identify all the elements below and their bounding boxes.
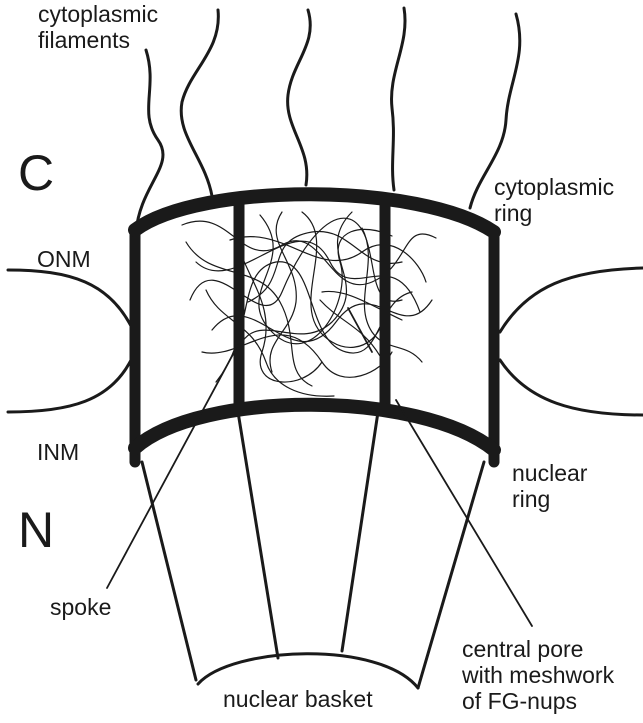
cytoplasmic-ring-label: cytoplasmic ring bbox=[494, 175, 614, 227]
cytoplasmic-ring bbox=[135, 194, 494, 232]
basket-ring bbox=[198, 654, 418, 688]
central-pore-label: central pore with meshwork of FG-nups bbox=[462, 637, 614, 714]
filament-1 bbox=[136, 50, 163, 232]
inner-nuclear-membrane-left bbox=[8, 356, 133, 412]
filament-4 bbox=[392, 8, 406, 190]
outer-nuclear-membrane-right bbox=[500, 268, 643, 332]
spoke-label: spoke bbox=[50, 595, 111, 621]
nuclear-membranes bbox=[8, 268, 643, 415]
nuclear-side-label: N bbox=[18, 505, 54, 555]
inm-label: INM bbox=[37, 440, 79, 466]
nuclear-ring-label: nuclear ring bbox=[512, 461, 587, 513]
spoke-leader-line bbox=[107, 345, 238, 588]
nuclear-basket bbox=[142, 412, 484, 688]
nuclear-ring bbox=[135, 405, 494, 450]
nuclear-basket-label: nuclear basket bbox=[223, 687, 373, 713]
outer-nuclear-membrane-left bbox=[8, 270, 133, 330]
inner-nuclear-membrane-right bbox=[500, 360, 643, 415]
onm-label: ONM bbox=[37, 247, 91, 273]
filament-3 bbox=[288, 10, 311, 185]
cytoplasmic-filaments-label: cytoplasmic filaments bbox=[38, 2, 158, 54]
fg-nup-meshwork bbox=[182, 210, 436, 396]
filament-2 bbox=[181, 10, 218, 196]
cytoplasmic-side-label: C bbox=[18, 148, 54, 198]
